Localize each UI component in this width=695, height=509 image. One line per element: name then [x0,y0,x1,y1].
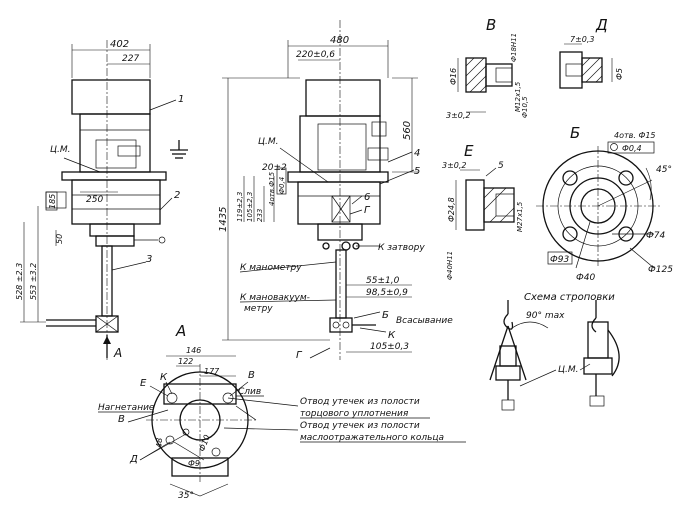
detail-v-dim-m12: M12x1,5 [514,81,522,112]
callout-5: 5 [414,166,420,177]
dim-250: 250 [86,195,103,205]
label-drain: Слив [238,387,261,397]
view-a-dim-122: 122 [178,357,193,366]
callout-2: 2 [174,190,180,201]
dim-402: 402 [110,39,129,50]
detail-b-holes: 4отв. Ф15 [614,131,656,140]
detail-e-dim-40h11: Ф40Н11 [446,251,454,280]
view-a-letter-d: Д [129,454,138,465]
callout-6: 6 [364,192,370,203]
detail-e-dim-24-8: Ф24,8 [447,197,456,222]
detail-e-callout-5: 5 [498,161,504,171]
sling-center-mass-label: Ц.М. [558,365,578,375]
detail-d-dim-5: Ф5 [615,68,624,80]
callout-4: 4 [414,148,420,159]
callout-1: 1 [178,94,184,105]
dim-tolerance: Ф0,4 [278,177,286,194]
dim-105-bottom: 105±0,3 [370,342,409,352]
detail-v-dim-16: Ф16 [449,68,458,85]
detail-b-dim-74: Ф74 [646,231,665,241]
sling-angle: 90° max [526,311,565,321]
note2-line2: маслоотражательного кольца [300,433,444,443]
view-a-letter-e: Е [140,378,147,389]
dim-480: 480 [330,35,349,46]
dim-55: 55±1,0 [366,276,400,286]
detail-b-dim-125: Ф125 [648,265,673,275]
dim-560: 560 [402,121,413,140]
label-to-vacuum-line2: метру [244,304,273,314]
dim-227: 227 [122,54,139,64]
dim-4holes: 4отв.Ф15 [268,171,276,206]
callout-b: Б [382,310,389,321]
left-center-mass-label: Ц.М. [50,145,70,155]
callout-g-bottom: Г [296,350,303,361]
dim-50: 50 [55,234,64,244]
dim-185: 185 [48,194,57,209]
view-a: А 146 122 177 48 Ф9 Ф10 35° Е К В В [98,322,466,501]
callout-3: 3 [146,254,152,265]
detail-b: Б 45° 4отв. Ф15 Ф0,4 Ф74 Ф93 Ф125 Ф40 [536,124,673,283]
view-a-dim-f10: Ф10 [197,434,211,453]
detail-b-title: Б [570,124,580,142]
note2-line1: Отвод утечек из полости [300,421,420,431]
dim-220: 220±0,6 [296,50,335,60]
detail-b-angle: 45° [656,165,672,175]
sling-scheme: Схема строповки 90° max Ц.М. [489,292,620,411]
view-a-dim-177: 177 [204,367,220,376]
dim-98-5: 98,5±0,9 [366,288,408,298]
label-suction: Всасывание [396,316,453,326]
view-a-letter-v-top: В [248,370,255,381]
callout-k: К [388,330,396,341]
label-to-seal: К затвору [378,243,425,253]
dim-553: 553 ±3.2 [29,263,38,300]
detail-e: Е 3±0,2 5 Ф24,8 Ф40Н11 M27x1,5 [442,142,524,280]
left-view: 402 227 250 185 50 528 ±2.3 553 ±3.2 Ц.М… [15,39,188,360]
detail-v: В Ф16 3±0,2 Ф10,5 Ф18Н11 M12x1,5 [446,16,529,120]
front-center-mass-label: Ц.М. [258,137,278,147]
detail-b-dim-93: Ф93 [550,255,569,265]
dim-1435: 1435 [218,207,229,232]
note1-line2: торцового уплотнения [300,409,409,419]
dim-233: 233 [256,209,264,222]
detail-v-dim-10-5: Ф10,5 [521,96,529,118]
detail-d-title: Д [595,16,608,34]
front-view: 480 220±0,6 560 1435 20±2 119±2,3 105±2,… [218,20,453,361]
detail-d: Д 7±0,3 Ф5 [559,16,624,89]
view-a-letter-k: К [160,372,168,383]
view-a-angle: 35° [178,491,194,501]
detail-e-title: Е [464,142,474,160]
dim-119: 119±2,3 [236,192,244,222]
detail-e-dim-m27: M27x1,5 [516,201,524,232]
sling-title: Схема строповки [524,292,615,303]
view-a-letter-v-left: В [118,414,125,425]
dim-20: 20±2 [262,163,287,173]
label-to-vacuum-line1: К мановакуум- [240,293,310,303]
detail-d-dim-7: 7±0,3 [570,35,595,44]
detail-e-dim-3: 3±0,2 [442,161,467,170]
label-to-manometer: К манометру [240,263,302,273]
view-a-dim-f9: Ф9 [188,459,200,468]
note1-line1: Отвод утечек из полости [300,397,420,407]
view-a-dim-48: 48 [155,438,164,448]
detail-v-dim-3: 3±0,2 [446,111,471,120]
detail-v-dim-18h11: Ф18Н11 [510,33,518,62]
detail-v-title: В [486,16,496,34]
callout-g: Г [364,205,371,216]
detail-b-dim-40: Ф40 [576,273,595,283]
view-a-dim-146: 146 [186,346,201,355]
label-discharge: Нагнетание [98,403,155,413]
dim-105: 105±2,3 [246,192,254,222]
view-a-title: А [175,322,186,340]
dim-528: 528 ±2.3 [15,263,24,300]
section-arrow-a: A [113,346,122,360]
detail-b-tolerance: Ф0,4 [622,144,642,153]
